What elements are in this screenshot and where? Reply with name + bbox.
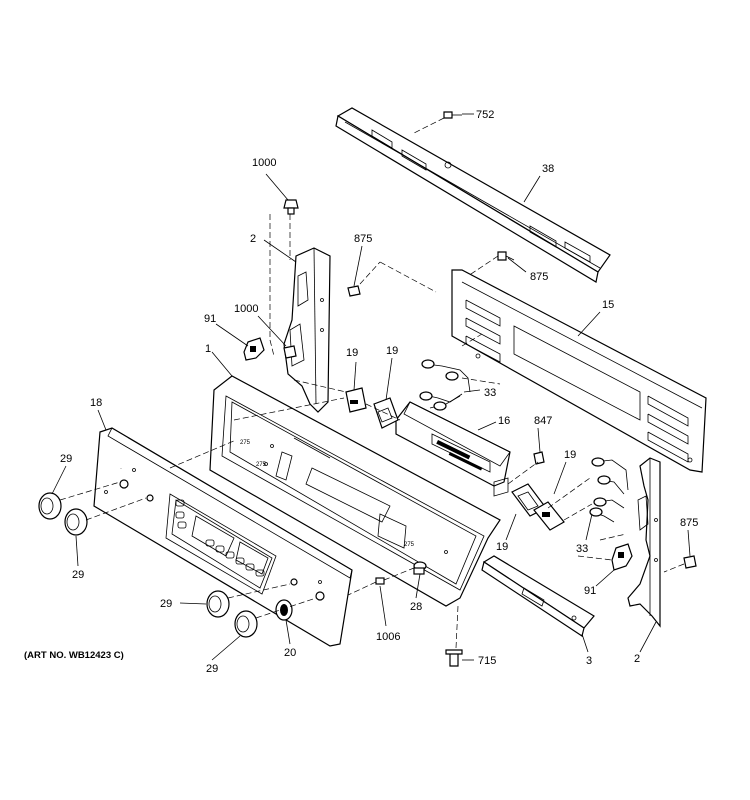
- callout-38: 38: [542, 163, 554, 175]
- switch-19-a: [345, 387, 367, 413]
- callout-29-b: 29: [72, 569, 84, 581]
- callout-752: 752: [476, 109, 494, 121]
- callout-29-d: 29: [206, 663, 218, 675]
- callout-29-a: 29: [60, 453, 72, 465]
- screw-715: [445, 649, 463, 667]
- callout-33-bottom: 33: [576, 543, 588, 555]
- screw-752: [443, 111, 462, 119]
- callout-15: 15: [602, 299, 614, 311]
- indicator-20: [275, 599, 293, 621]
- bottom-trim-bar: [481, 555, 595, 637]
- callout-19-a: 19: [346, 347, 358, 359]
- callout-2-left: 2: [250, 233, 256, 245]
- callout-labels: 752 38 1000 2 875 875 15 91 1000 1 19 19…: [60, 109, 698, 675]
- faceplate-panel: ·: [93, 427, 353, 647]
- callout-715: 715: [478, 655, 496, 667]
- svg-text:275: 275: [256, 462, 267, 468]
- callout-28: 28: [410, 601, 422, 613]
- art-number: (ART NO. WB12423 C): [24, 650, 124, 661]
- callout-16: 16: [498, 415, 510, 427]
- callout-19-d: 19: [496, 541, 508, 553]
- callout-847: 847: [534, 415, 552, 427]
- callout-1006: 1006: [376, 631, 400, 643]
- callout-875-top: 875: [530, 271, 548, 283]
- faceplate-keypad: [175, 499, 265, 577]
- spacer-1006: [375, 577, 385, 585]
- callout-18: 18: [90, 397, 102, 409]
- screw-847: [533, 451, 545, 465]
- callout-2-right: 2: [634, 653, 640, 665]
- callout-19-b: 19: [386, 345, 398, 357]
- screw-875-mid: [347, 285, 361, 297]
- screw-1000-top: [283, 199, 299, 215]
- control-panel-frame: 275 275 275: [209, 375, 501, 607]
- svg-text:·: ·: [120, 466, 122, 472]
- svg-text:275: 275: [240, 440, 251, 446]
- top-trim-bar: [335, 107, 611, 283]
- callout-1000-mid: 1000: [234, 303, 258, 315]
- wire-harness-33-top: [419, 359, 471, 411]
- callout-33-top: 33: [484, 387, 496, 399]
- callout-91-left: 91: [204, 313, 216, 325]
- callout-1: 1: [205, 343, 211, 355]
- callout-20: 20: [284, 647, 296, 659]
- knob-29-d: [234, 610, 258, 638]
- right-end-cap: [627, 457, 661, 628]
- screw-875-top: [497, 251, 515, 261]
- svg-text:275: 275: [404, 542, 415, 548]
- callout-19-c: 19: [564, 449, 576, 461]
- callout-29-c: 29: [160, 598, 172, 610]
- screw-1000-mid: [283, 345, 297, 359]
- knob-29-b: [64, 508, 88, 536]
- callout-875-mid: 875: [354, 233, 372, 245]
- callout-3: 3: [586, 655, 592, 667]
- switch-19-b: [373, 397, 399, 429]
- back-panel: [451, 269, 707, 473]
- clip-91-right: [611, 543, 633, 571]
- screw-875-right: [683, 555, 697, 569]
- switch-19-d: [533, 501, 565, 531]
- left-end-cap: [283, 247, 331, 413]
- knob-29-c: [206, 590, 230, 618]
- callout-91-right: 91: [584, 585, 596, 597]
- control-board: [395, 401, 511, 497]
- clip-91-left: [243, 337, 265, 361]
- callout-875-right: 875: [680, 517, 698, 529]
- callout-1000-top: 1000: [252, 157, 276, 169]
- knob-29-a: [38, 492, 62, 520]
- screw-28: [413, 561, 427, 575]
- leader-lines: [51, 113, 691, 661]
- wire-harness-33-bottom: [589, 457, 629, 523]
